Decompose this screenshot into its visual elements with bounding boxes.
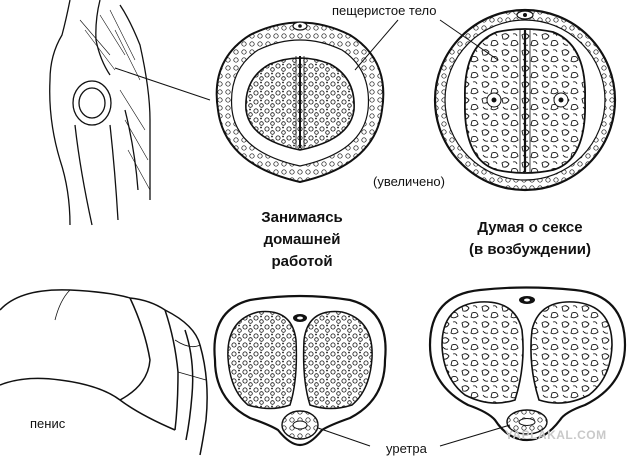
housework-line-3: работой (271, 253, 333, 270)
label-penis: пенис (30, 416, 66, 431)
label-urethra: уретра (386, 441, 427, 456)
housework-line-2: домашней (263, 231, 341, 248)
pointer-line (114, 67, 211, 101)
pelvis-sketch (49, 0, 151, 226)
arousal-line-1: Думая о сексе (477, 219, 583, 236)
watermark: YAPLAKAL.COM (505, 428, 607, 442)
penis-side-sketch (0, 289, 208, 456)
label-magnified: (увеличено) (373, 174, 445, 189)
cross-section-aroused-top (433, 8, 617, 192)
arousal-line-2: (в возбуждении) (468, 241, 592, 258)
label-state-housework: Занимаясь домашней работой (240, 207, 364, 273)
cross-section-flaccid-top (215, 21, 385, 184)
pointer-line-cavernous-left (354, 19, 399, 71)
pointer-line-cavernous-right (439, 19, 499, 61)
label-state-arousal: Думая о сексе (в возбуждении) (455, 217, 605, 261)
pointer-line-urethra-right (439, 424, 511, 447)
pointer-line-urethra-left (317, 427, 371, 447)
housework-line-1: Занимаясь (261, 209, 343, 226)
label-cavernous-body: пещеристое тело (332, 3, 437, 18)
cross-section-flaccid-bottom (213, 294, 387, 447)
cross-section-aroused-bottom (428, 286, 627, 442)
